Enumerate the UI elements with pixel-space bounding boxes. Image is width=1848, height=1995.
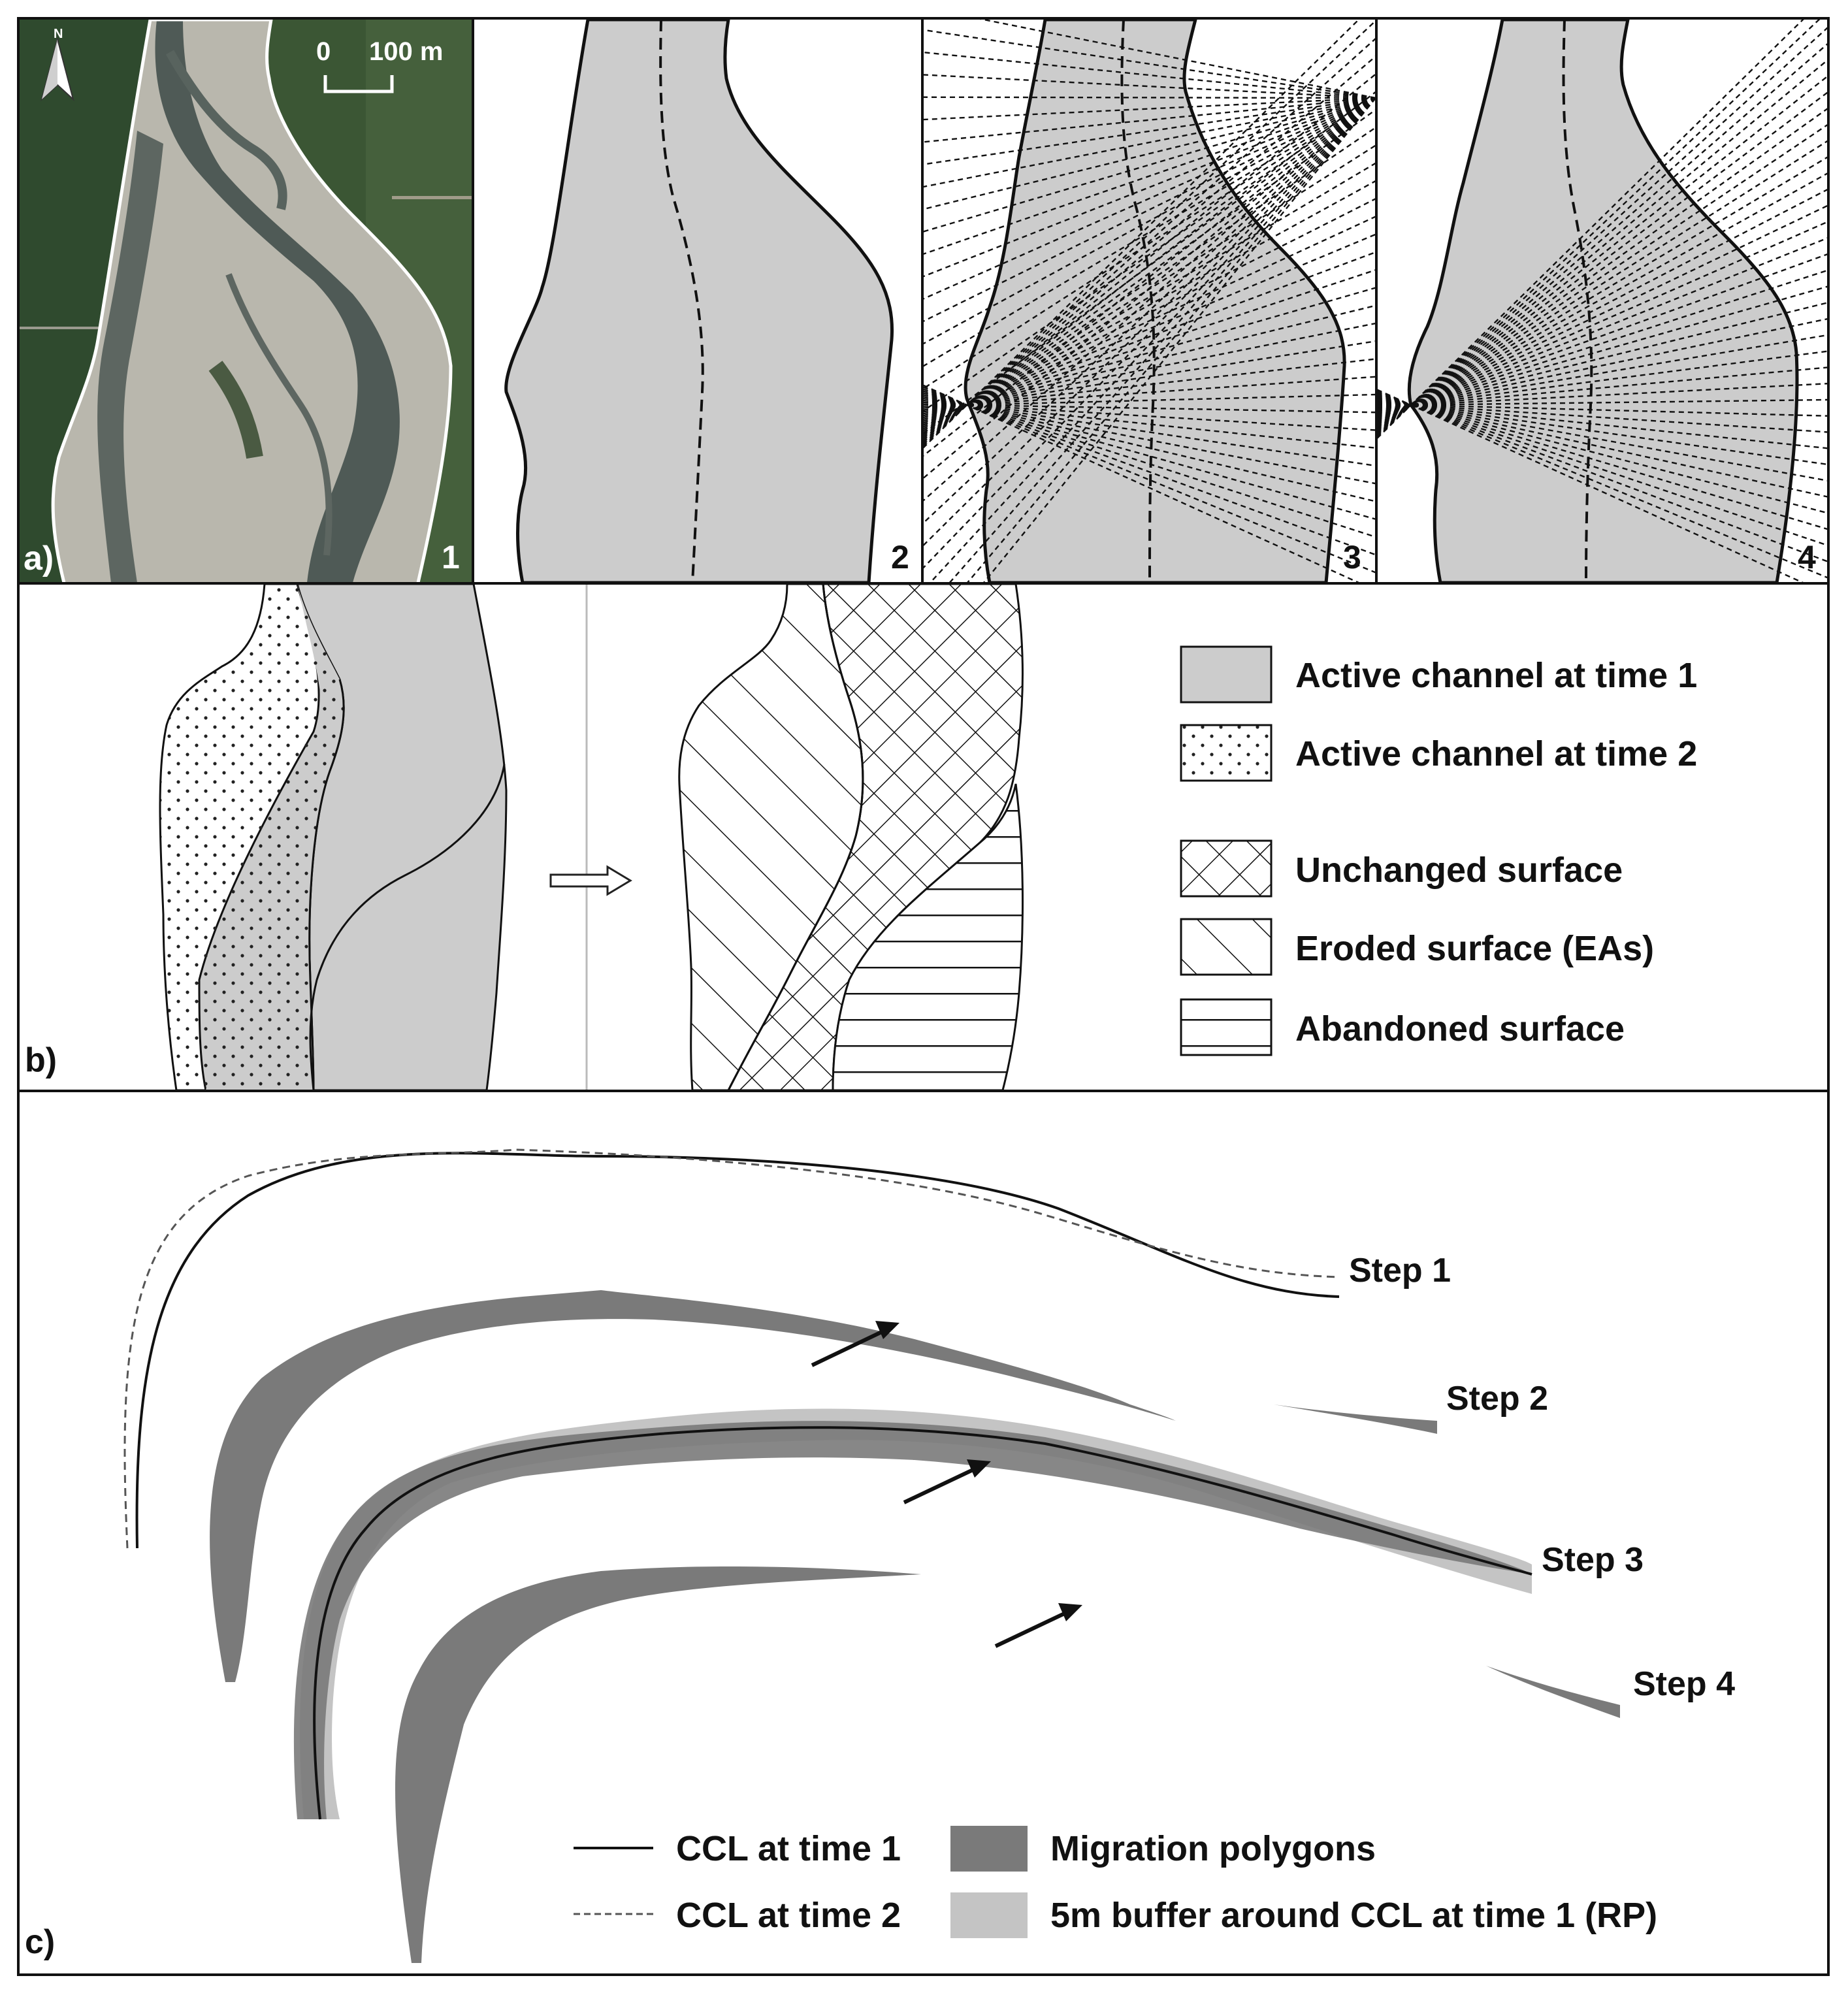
north-arrow-icon: N [41,27,74,102]
panel-a2-number: 2 [891,539,909,576]
svg-text:Abandoned surface: Abandoned surface [1295,1009,1625,1048]
step3-buffer-and-migration [293,1408,1532,1820]
legend-item-ccl-time2: CCL at time 2 [574,1896,901,1935]
panel-b-input-channels [159,584,508,1090]
arrow-right-icon [549,865,632,896]
step1-label: Step 1 [1349,1252,1451,1289]
arrow-icon [811,1321,900,1367]
legend-item-active-channel-time1: Active channel at time 1 [1180,645,1697,704]
panel-b: b) Active channel at time 1 Active chann… [25,584,1697,1090]
step2-migration-polygons [210,1290,1437,1682]
panel-a1-aerial-image [20,20,472,583]
panel-a4-transects: 4 [1377,20,1828,583]
panel-frames [17,17,1830,1976]
panel-b-legend: Active channel at time 1 Active channel … [1180,645,1697,1056]
scale-bar-zero: 0 [316,37,331,66]
arrow-icon [994,1603,1082,1648]
legend-item-unchanged-surface: Unchanged surface [1180,839,1623,898]
svg-text:Active channel at time 2: Active channel at time 2 [1295,734,1697,773]
legend-item-active-channel-time2: Active channel at time 2 [1180,724,1697,782]
svg-text:CCL at time 2: CCL at time 2 [676,1896,901,1935]
panel-a3-number: 3 [1343,539,1361,576]
svg-text:Migration polygons: Migration polygons [1050,1829,1376,1868]
panel-a4-number: 4 [1798,539,1816,576]
scale-bar: 0 100 m [316,37,443,93]
panel-b-result-surfaces [678,584,1024,1090]
legend-item-buffer: 5m buffer around CCL at time 1 (RP) [950,1892,1657,1938]
step3-label: Step 3 [1542,1541,1644,1579]
panel-c-letter: c) [25,1923,55,1961]
svg-text:Eroded surface (EAs): Eroded surface (EAs) [1295,929,1654,968]
panel-a2-channel-outline: 2 [504,18,909,585]
legend-item-ccl-time1: CCL at time 1 [574,1829,901,1868]
step2-label: Step 2 [1446,1380,1548,1418]
svg-text:CCL at time 1: CCL at time 1 [676,1829,901,1868]
panel-a: N 0 100 m a) 1 2 3 4 [20,18,1828,585]
step4-migration-polygons [395,1566,1620,1963]
svg-text:Active channel at time 1: Active channel at time 1 [1295,656,1697,695]
migration-direction-arrows [811,1321,1082,1648]
svg-text:5m buffer around CCL at time 1: 5m buffer around CCL at time 1 (RP) [1050,1896,1657,1935]
panel-a-letter: a) [24,540,54,577]
legend-item-abandoned-surface: Abandoned surface [1180,998,1625,1056]
panel-c: Step 1 Step 2 Step 3 Step 4 c) CCL at ti… [25,1148,1735,1963]
panel-a1-number: 1 [442,539,460,576]
svg-text:Unchanged surface: Unchanged surface [1295,851,1623,890]
north-label: N [54,27,63,41]
legend-item-eroded-surface: Eroded surface (EAs) [1180,918,1654,976]
panel-a3-transects: 3 [923,20,1376,583]
scale-bar-length: 100 m [369,37,443,66]
arrow-icon [903,1459,991,1504]
step4-label: Step 4 [1633,1665,1735,1703]
step1-ccl-lines [123,1148,1340,1549]
panel-b-letter: b) [25,1041,57,1079]
legend-item-migration-polygons: Migration polygons [950,1826,1376,1872]
panel-c-legend: CCL at time 1 CCL at time 2 Migration po… [574,1826,1657,1938]
